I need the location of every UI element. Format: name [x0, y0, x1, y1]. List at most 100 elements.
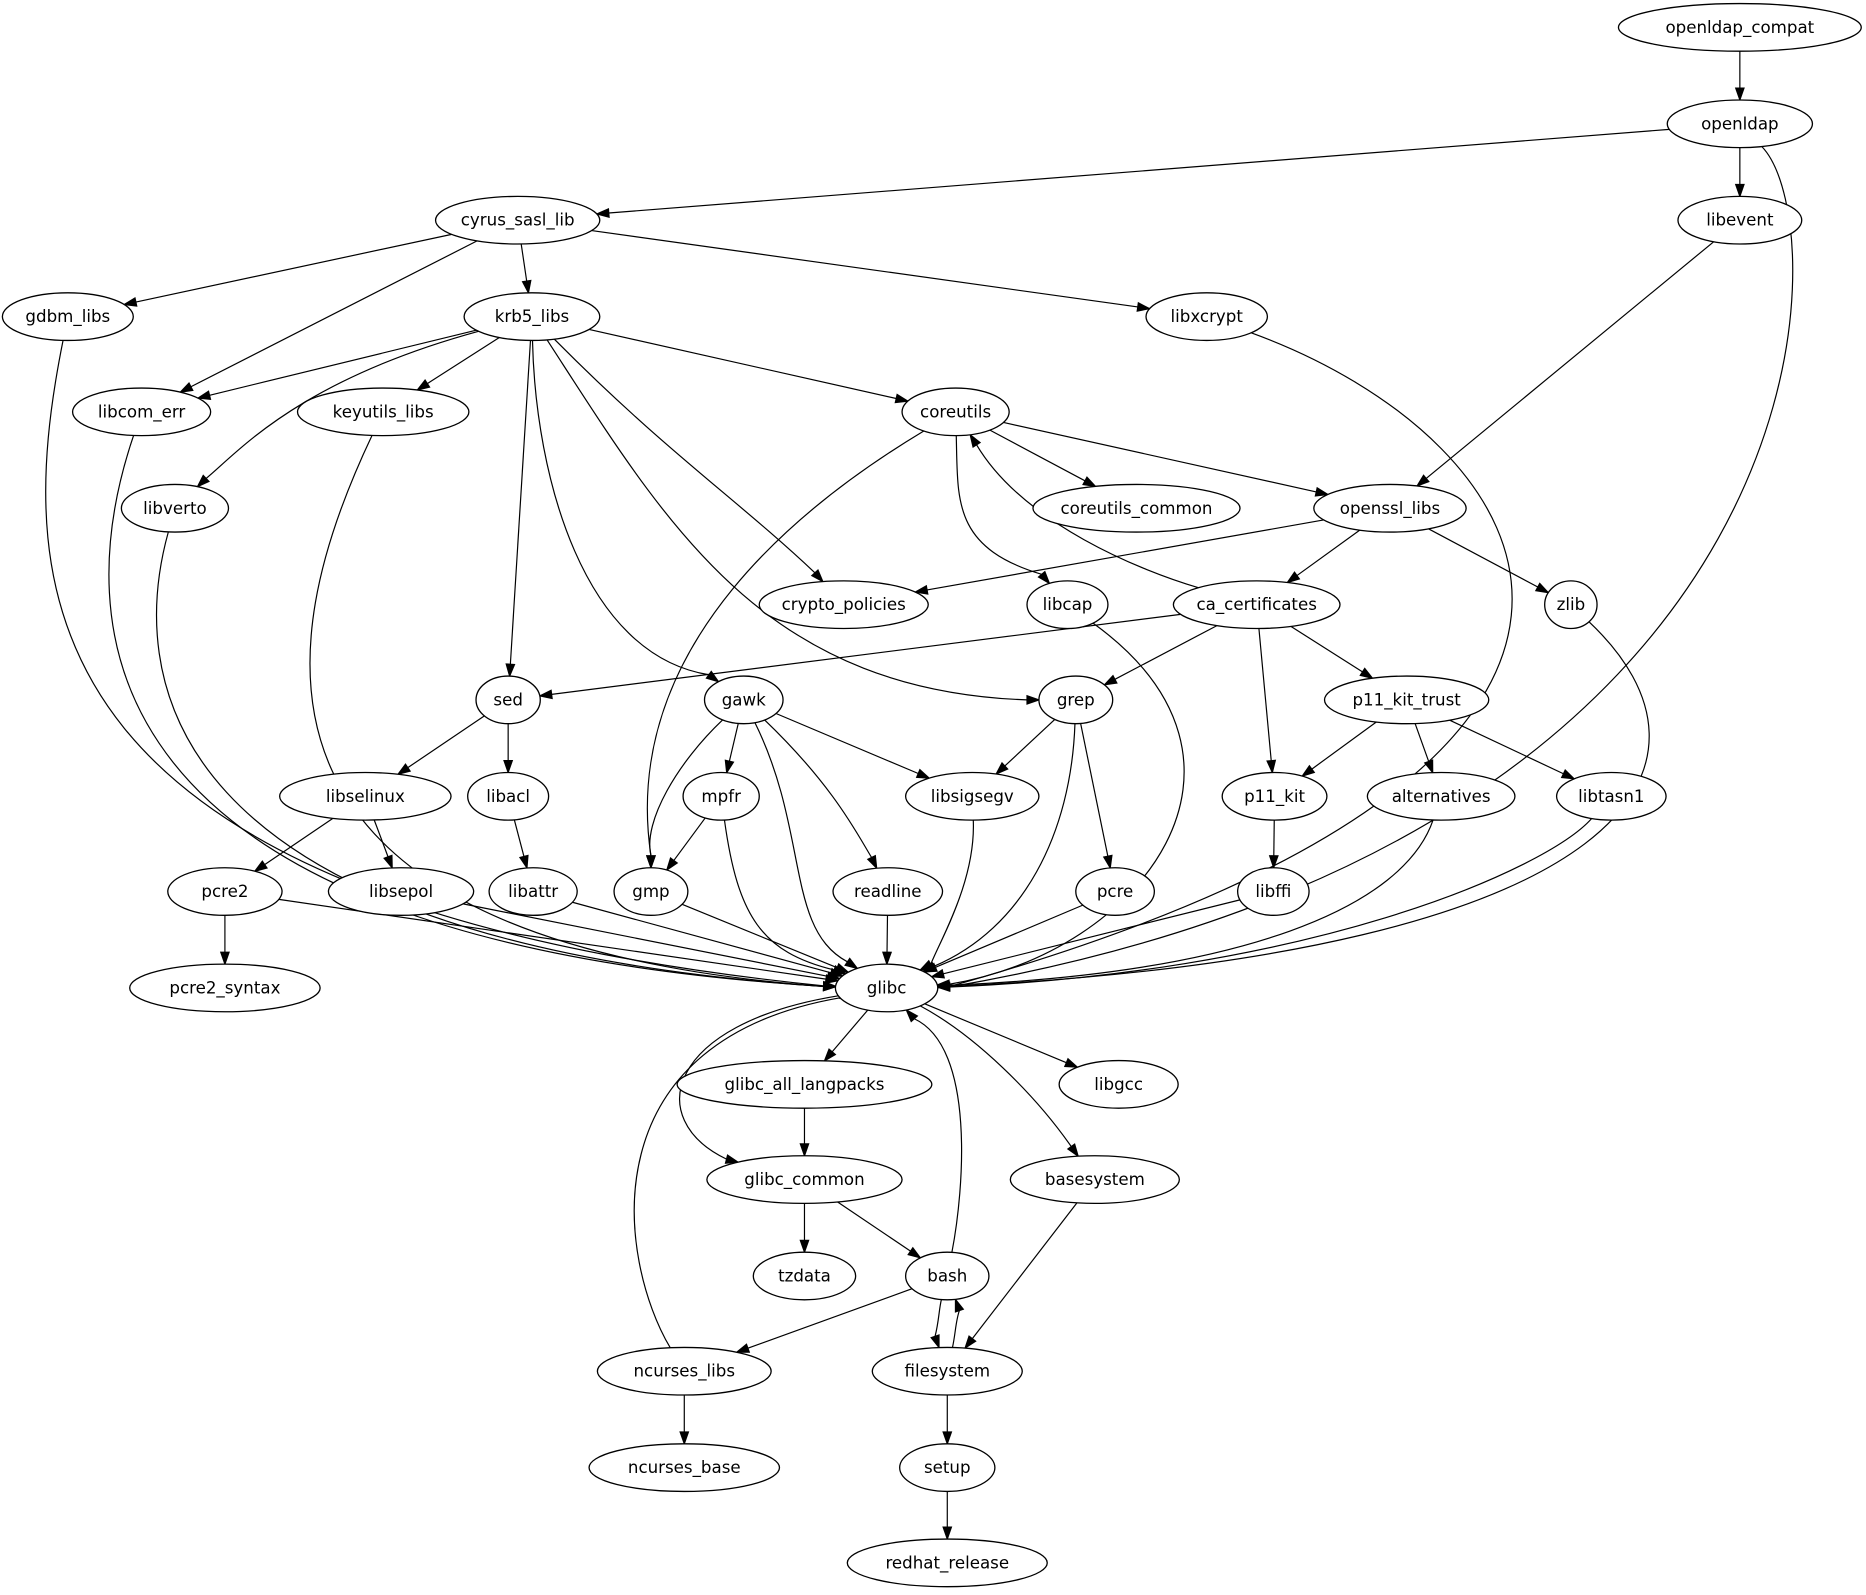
edge-coreutils-to-coreutils_common — [989, 429, 1098, 488]
arrowhead-icon — [196, 474, 210, 488]
node-shape — [1026, 580, 1109, 630]
node-shape — [1236, 867, 1310, 916]
node-grep[interactable]: grep — [1038, 675, 1114, 725]
node-tzdata[interactable]: tzdata — [752, 1251, 857, 1301]
node-pcre[interactable]: pcre — [1075, 867, 1156, 916]
node-glibc[interactable]: glibc — [834, 963, 939, 1013]
arrowhead-icon — [1314, 486, 1330, 497]
arrowhead-icon — [799, 1239, 810, 1254]
node-setup[interactable]: setup — [899, 1443, 996, 1493]
arrowhead-icon — [1560, 768, 1576, 780]
arrowhead-icon — [503, 760, 514, 775]
node-ncurses_base[interactable]: ncurses_base — [588, 1443, 781, 1493]
node-libattr[interactable]: libattr — [488, 867, 578, 916]
arrowhead-icon — [929, 968, 946, 979]
node-gmp[interactable]: gmp — [613, 867, 689, 916]
arrowhead-icon — [538, 689, 553, 700]
node-mpfr[interactable]: mpfr — [682, 771, 760, 821]
node-redhat_release[interactable]: redhat_release — [846, 1538, 1048, 1588]
node-libacl[interactable]: libacl — [467, 771, 550, 821]
node-label: libcap — [1043, 595, 1093, 614]
edge-gawk-to-mpfr — [724, 723, 739, 775]
arrowhead-icon — [1102, 854, 1113, 870]
node-readline[interactable]: readline — [832, 867, 944, 916]
arrowhead-icon — [415, 379, 431, 391]
arrowhead-icon — [963, 1335, 977, 1350]
node-libselinux[interactable]: libselinux — [279, 771, 452, 821]
node-pcre2[interactable]: pcre2 — [167, 867, 283, 916]
node-ca_certificates[interactable]: ca_certificates — [1172, 580, 1341, 630]
node-bash[interactable]: bash — [904, 1251, 990, 1301]
node-krb5_libs[interactable]: krb5_libs — [463, 292, 601, 342]
node-shape — [901, 387, 1010, 437]
node-crypto_policies[interactable]: crypto_policies — [758, 580, 929, 630]
node-p11_kit_trust[interactable]: p11_kit_trust — [1323, 675, 1490, 725]
node-pcre2_syntax[interactable]: pcre2_syntax — [129, 963, 321, 1013]
edge-grep-to-pcre — [1080, 723, 1113, 870]
node-openldap_compat[interactable]: openldap_compat — [1617, 2, 1862, 52]
node-openssl_libs[interactable]: openssl_libs — [1313, 483, 1467, 533]
node-filesystem[interactable]: filesystem — [871, 1346, 1023, 1396]
node-libgcc[interactable]: libgcc — [1058, 1059, 1179, 1109]
node-coreutils[interactable]: coreutils — [901, 387, 1010, 437]
arrowhead-icon — [1734, 87, 1745, 102]
node-shape — [1075, 867, 1156, 916]
edge-libselinux-to-pcre2 — [253, 817, 334, 873]
node-libsigsegv[interactable]: libsigsegv — [904, 771, 1040, 821]
node-label: crypto_policies — [782, 595, 906, 615]
edge-cyrus_sasl_lib-to-libcom_err — [178, 240, 478, 393]
arrowhead-icon — [799, 1143, 810, 1158]
node-sed[interactable]: sed — [475, 675, 541, 725]
edge-krb5_libs-to-sed — [505, 340, 532, 678]
node-zlib[interactable]: zlib — [1544, 580, 1598, 630]
node-keyutils_libs[interactable]: keyutils_libs — [296, 387, 470, 437]
node-libffi[interactable]: libffi — [1236, 867, 1310, 916]
arrowhead-icon — [724, 1154, 740, 1164]
node-cyrus_sasl_lib[interactable]: cyrus_sasl_lib — [434, 195, 601, 245]
node-label: libevent — [1706, 211, 1774, 230]
arrowhead-icon — [942, 1526, 953, 1541]
node-shape — [1323, 675, 1490, 725]
node-shape — [904, 1251, 990, 1301]
node-coreutils_common[interactable]: coreutils_common — [1032, 483, 1241, 533]
edge-gawk-to-libsigsegv — [775, 712, 931, 779]
node-alternatives[interactable]: alternatives — [1366, 771, 1516, 821]
node-shape — [846, 1538, 1048, 1588]
node-basesystem[interactable]: basesystem — [1009, 1155, 1180, 1205]
node-shape — [588, 1443, 781, 1493]
arrowhead-icon — [866, 854, 878, 870]
node-p11_kit[interactable]: p11_kit — [1221, 771, 1328, 821]
node-libsepol[interactable]: libsepol — [327, 867, 475, 916]
arrowhead-icon — [1063, 1057, 1080, 1068]
node-libevent[interactable]: libevent — [1677, 195, 1803, 245]
node-label: p11_kit_trust — [1352, 690, 1461, 710]
edge-p11_kit_trust-to-alternatives — [1414, 723, 1434, 775]
node-label: krb5_libs — [495, 307, 569, 327]
node-libxcrypt[interactable]: libxcrypt — [1145, 292, 1269, 342]
node-glibc_common[interactable]: glibc_common — [706, 1155, 903, 1205]
node-glibc_all_langpacks[interactable]: glibc_all_langpacks — [676, 1059, 933, 1109]
arrowhead-icon — [724, 759, 735, 775]
edge-setup-to-redhat_release — [942, 1491, 953, 1541]
edge-openldap_compat-to-openldap — [1734, 51, 1745, 102]
node-libverto[interactable]: libverto — [120, 483, 230, 533]
node-libtasn1[interactable]: libtasn1 — [1555, 771, 1667, 821]
edge-cyrus_sasl_lib-to-libxcrypt — [591, 229, 1152, 312]
edge-basesystem-to-filesystem — [963, 1202, 1078, 1350]
node-label: pcre2 — [201, 882, 248, 901]
node-label: libxcrypt — [1171, 307, 1244, 326]
node-label: keyutils_libs — [333, 402, 434, 422]
node-ncurses_libs[interactable]: ncurses_libs — [596, 1346, 772, 1396]
node-openldap[interactable]: openldap — [1666, 99, 1814, 149]
edge-libselinux-to-libsepol — [373, 819, 393, 870]
arrowhead-icon — [196, 390, 212, 400]
node-gdbm_libs[interactable]: gdbm_libs — [1, 292, 134, 342]
node-libcap[interactable]: libcap — [1026, 580, 1109, 630]
edge-gawk-to-readline — [764, 719, 878, 870]
node-gawk[interactable]: gawk — [703, 675, 784, 725]
node-shape — [467, 771, 550, 821]
edge-libffi-to-glibc — [929, 899, 1241, 979]
arrowhead-icon — [1026, 694, 1041, 705]
node-libcom_err[interactable]: libcom_err — [71, 387, 212, 437]
